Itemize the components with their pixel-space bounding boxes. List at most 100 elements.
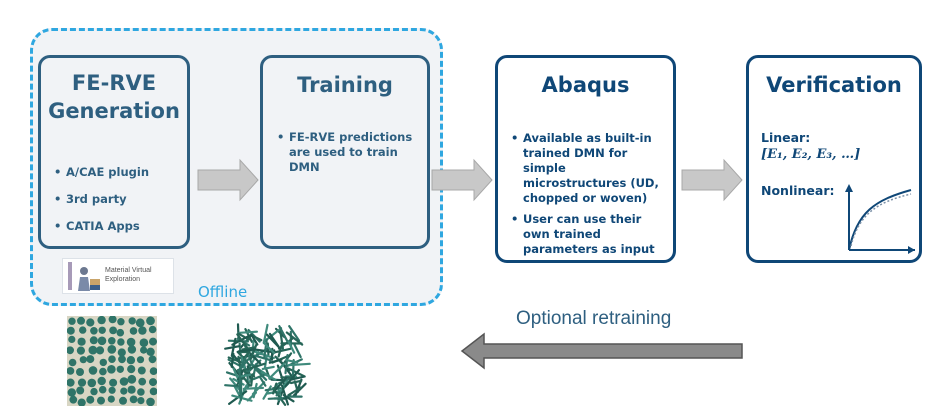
- chopped-fiber-microstructure-image: [224, 323, 311, 407]
- linear-label: Linear:: [761, 130, 811, 145]
- fiber-cross-section: [116, 365, 124, 373]
- bullet-training-predictions: FE-RVE predictions are used to train DMN: [277, 130, 427, 175]
- fiber-cross-section: [98, 326, 106, 334]
- fiber-cross-section: [149, 367, 157, 375]
- chopped-fiber: [292, 382, 307, 397]
- abaqus-bullets: Available as built-in trained DMN for si…: [511, 131, 671, 257]
- fiber-cross-section: [67, 346, 74, 355]
- chopped-fiber: [242, 386, 265, 390]
- chopped-fiber: [224, 384, 242, 388]
- chopped-fiber: [230, 352, 235, 368]
- chopped-fiber: [282, 394, 295, 403]
- fiber-cross-section: [88, 366, 98, 375]
- chopped-fiber: [268, 362, 286, 380]
- chopped-fiber: [285, 358, 299, 364]
- chopped-fiber: [265, 333, 281, 350]
- fiber-cross-section: [129, 327, 138, 335]
- fiber-cross-section: [140, 346, 148, 354]
- fiber-cross-section: [118, 355, 126, 364]
- chopped-fiber: [287, 362, 311, 367]
- fiber-cross-section: [98, 385, 107, 394]
- chopped-fiber: [277, 337, 294, 350]
- fiber-cross-section: [117, 348, 126, 357]
- fiber-cross-section: [67, 326, 75, 335]
- verification-title: Verification: [766, 73, 902, 97]
- fiber-cross-section: [97, 336, 107, 346]
- fiber-cross-section: [107, 395, 115, 403]
- fiber-cross-section: [120, 387, 128, 395]
- fiber-cross-section: [117, 318, 125, 326]
- bullet-3rd-party: 3rd party: [54, 186, 184, 213]
- fiber-cross-section: [146, 397, 155, 406]
- fiber-cross-section: [77, 378, 87, 387]
- arrow-left-icon: [460, 332, 743, 370]
- fiber-cross-section: [116, 328, 125, 337]
- bullet-catia-apps: CATIA Apps: [54, 213, 184, 240]
- ud-microstructure-image: [67, 316, 157, 406]
- mve-figure-icon: [68, 262, 100, 291]
- chopped-fiber: [289, 379, 303, 385]
- fiber-cross-section: [127, 345, 137, 354]
- fiber-cross-section: [117, 338, 125, 346]
- chopped-fiber: [287, 386, 302, 397]
- chopped-fiber: [262, 385, 272, 400]
- chopped-fiber: [287, 340, 296, 354]
- training-box: Training FE-RVE predictions are used to …: [260, 55, 430, 249]
- fiber-cross-section: [127, 365, 136, 374]
- fiber-cross-section: [87, 378, 97, 388]
- fiber-cross-section: [99, 358, 107, 367]
- offline-label: Offline: [198, 283, 248, 301]
- fiber-cross-section: [127, 385, 136, 394]
- fiber-cross-section: [86, 318, 95, 327]
- fiber-cross-section: [77, 316, 85, 325]
- fiber-cross-section: [146, 316, 155, 326]
- fiber-cross-section: [108, 337, 116, 345]
- chopped-fiber: [278, 325, 289, 343]
- nonlinear-label: Nonlinear:: [761, 183, 835, 198]
- chopped-fiber: [285, 331, 304, 346]
- chopped-fiber: [238, 373, 252, 378]
- chopped-fiber: [290, 375, 305, 381]
- fiber-cross-section: [128, 317, 136, 325]
- training-title: Training: [297, 73, 393, 97]
- fiber-cross-section: [88, 345, 98, 355]
- linear-equation: [E₁, E₂, E₃, …]: [761, 147, 861, 162]
- fiber-cross-section: [136, 356, 145, 364]
- chopped-fiber: [238, 330, 259, 334]
- chopped-fiber: [272, 376, 288, 393]
- fiber-cross-section: [76, 346, 85, 355]
- chopped-fiber: [271, 382, 278, 395]
- chopped-fiber: [271, 347, 292, 354]
- mve-text-line1: Material Virtual: [105, 267, 152, 274]
- chopped-fiber: [266, 342, 270, 356]
- chopped-fiber: [263, 338, 268, 359]
- chopped-fiber: [237, 356, 247, 373]
- fiber-cross-section: [76, 368, 84, 376]
- fiber-cross-section: [97, 376, 106, 386]
- fiber-cross-section: [97, 316, 106, 325]
- chopped-fiber: [258, 375, 267, 387]
- fiber-cross-section: [126, 337, 136, 347]
- fiber-cross-section: [86, 355, 95, 364]
- fiber-cross-section: [97, 396, 105, 405]
- bullet-user-parameters: User can use their own trained parameter…: [511, 212, 671, 257]
- fiber-cross-section: [138, 326, 147, 335]
- chopped-fiber: [238, 370, 242, 394]
- fiber-cross-section: [119, 396, 127, 405]
- fiber-cross-section: [109, 326, 117, 335]
- fe-rve-generation-box: FE-RVE Generation A/CAE plugin 3rd party…: [38, 55, 190, 249]
- fiber-cross-section: [68, 358, 77, 367]
- fiber-cross-section: [76, 386, 85, 395]
- fiber-cross-section: [127, 374, 137, 384]
- arrow-right-icon: [197, 158, 259, 202]
- mve-logo: Material Virtual Exploration: [62, 258, 174, 294]
- chopped-fiber: [250, 333, 259, 346]
- fiber-cross-section: [95, 346, 105, 355]
- chopped-fiber: [237, 348, 256, 353]
- fiber-cross-section: [79, 356, 87, 364]
- fe-rve-title-line1: FE-RVE: [71, 71, 157, 95]
- bullet-acae-plugin: A/CAE plugin: [54, 159, 184, 186]
- fiber-cross-section: [89, 336, 98, 345]
- chopped-fiber: [236, 333, 249, 350]
- fiber-cross-section: [69, 395, 78, 404]
